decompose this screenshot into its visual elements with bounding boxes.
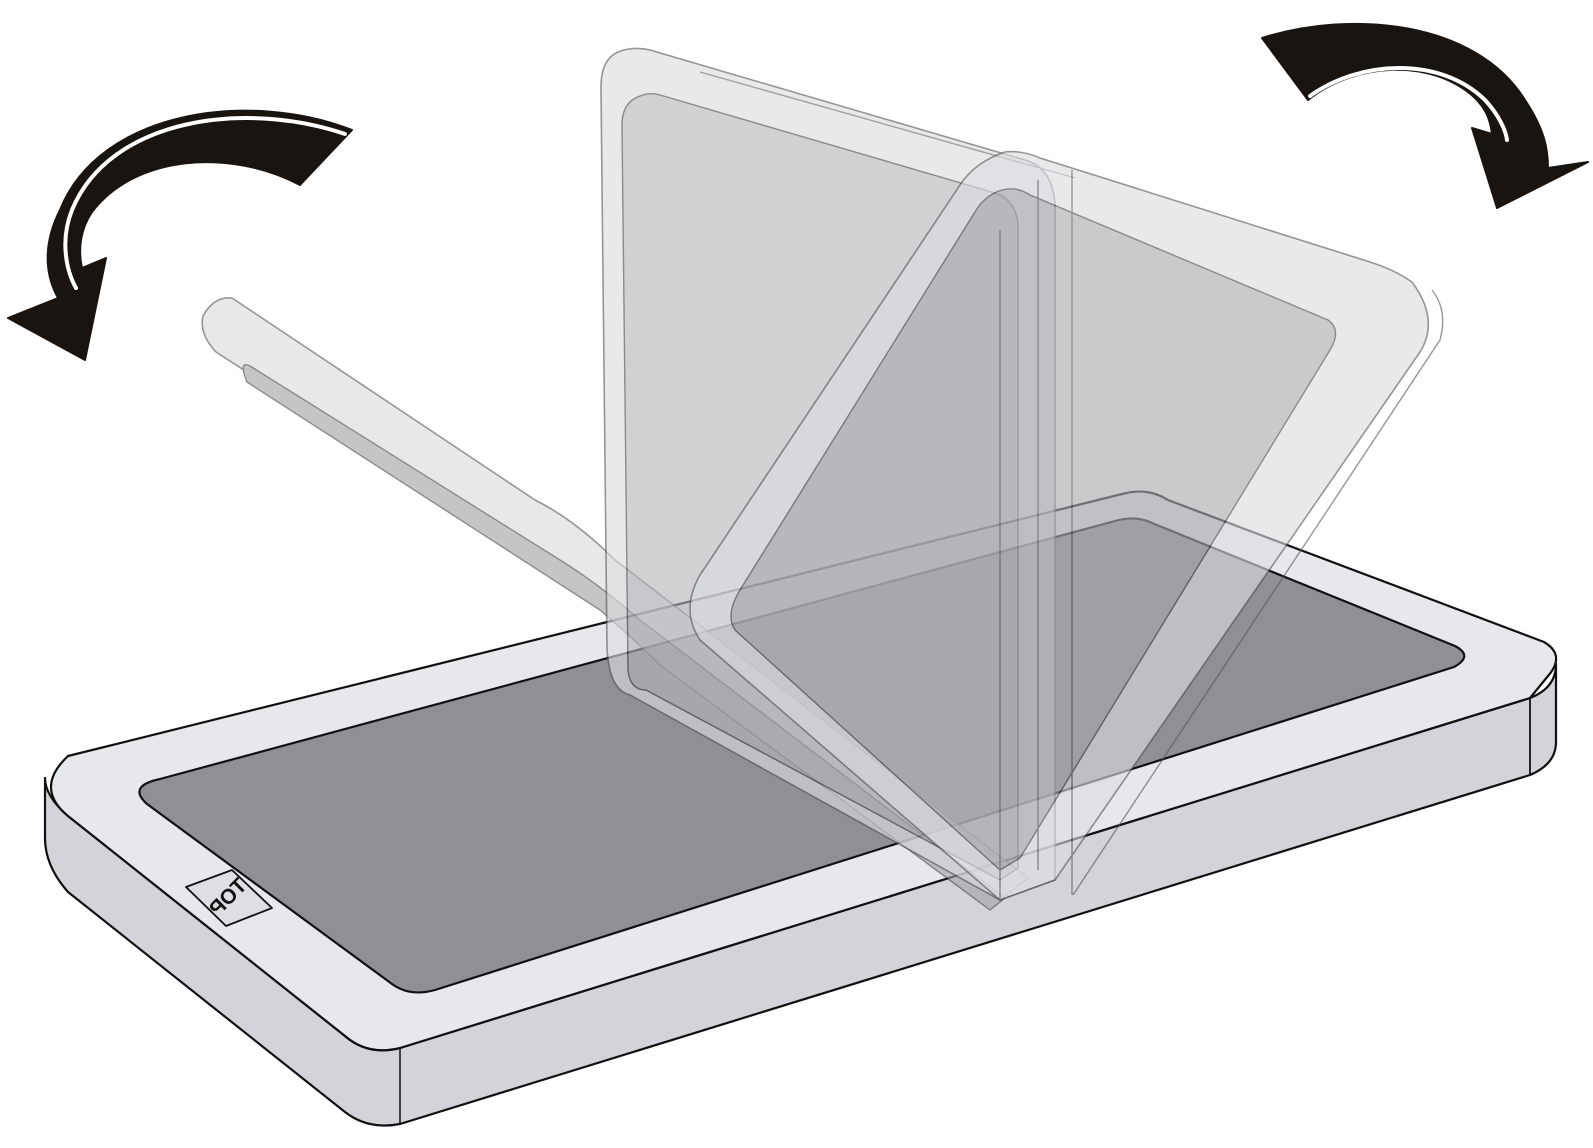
rotate-left-arrow-body <box>8 111 352 360</box>
rotate-right-arrow-body <box>1262 24 1588 208</box>
rotate-right-arrow-icon <box>1262 24 1588 208</box>
rotate-left-arrow-icon <box>8 111 352 360</box>
